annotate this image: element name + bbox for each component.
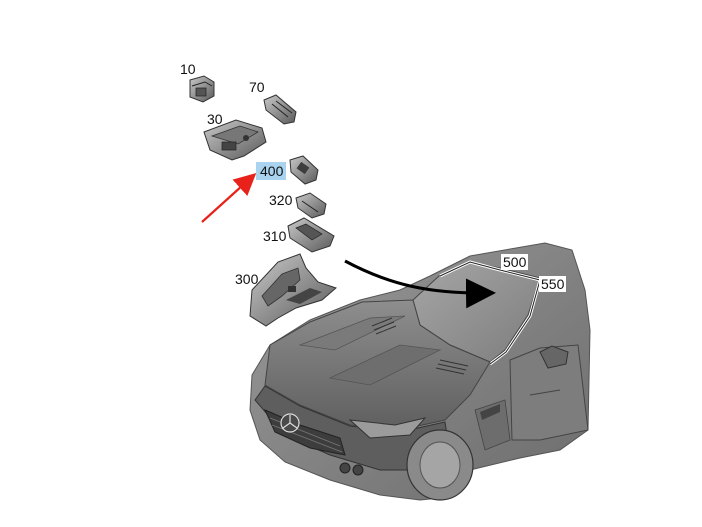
- side-mirror: [539, 345, 569, 369]
- callout-30[interactable]: 30: [207, 111, 223, 127]
- part-30[interactable]: [203, 119, 267, 161]
- part-300[interactable]: [249, 253, 337, 327]
- callout-10[interactable]: 10: [180, 61, 196, 77]
- selection-pointer-arrow: [201, 173, 257, 223]
- part-70[interactable]: [263, 94, 297, 125]
- callout-310[interactable]: 310: [263, 228, 287, 244]
- headlight: [348, 417, 427, 439]
- callout-500[interactable]: 500: [501, 254, 529, 270]
- callout-70[interactable]: 70: [249, 79, 265, 95]
- star-emblem-icon: [280, 413, 300, 433]
- callout-300[interactable]: 300: [235, 271, 259, 287]
- part-10[interactable]: [189, 75, 215, 103]
- part-400[interactable]: [289, 155, 319, 185]
- fog-light-left: [339, 462, 351, 474]
- callout-320[interactable]: 320: [269, 192, 293, 208]
- part-320[interactable]: [295, 192, 327, 219]
- fog-light-right: [352, 464, 364, 476]
- callout-400-highlighted[interactable]: 400: [256, 162, 287, 180]
- location-guide-arrow: [344, 259, 496, 309]
- hood-vent-right: [435, 359, 469, 375]
- car-illustration: [249, 242, 591, 501]
- callout-550[interactable]: 550: [539, 276, 567, 292]
- part-310[interactable]: [287, 217, 335, 253]
- door: [509, 344, 589, 441]
- hood-vent-left: [371, 317, 397, 335]
